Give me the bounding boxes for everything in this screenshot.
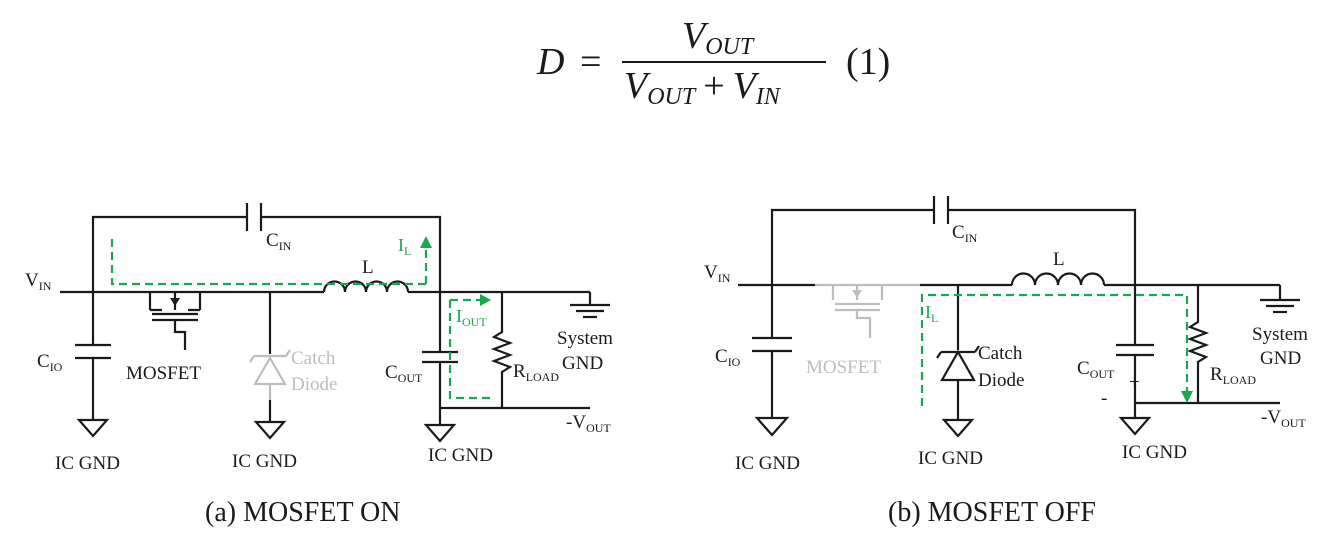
b-rload-resistor	[1186, 285, 1210, 403]
a-cin-wire	[91, 215, 442, 292]
a-cout-capacitor	[422, 350, 458, 364]
a-cio-label: CIO	[37, 351, 63, 374]
b-catch-diode-symbol	[936, 345, 980, 382]
a-iout-arrow	[480, 294, 491, 306]
b-cin-wire	[770, 208, 1137, 285]
a-icgnd3-label: IC GND	[428, 445, 493, 466]
a-caption: (a) MOSFET ON	[205, 497, 400, 528]
b-cout-label: COUT	[1077, 358, 1115, 381]
b-gnd3-symbol	[1118, 416, 1152, 436]
b-il-path	[920, 293, 1189, 406]
b-icgnd3-label: IC GND	[1122, 442, 1187, 463]
b-mosfet-symbol	[831, 285, 884, 338]
b-il-arrow	[1181, 391, 1193, 403]
b-rload-label: RLOAD	[1210, 364, 1256, 387]
a-catch-diode-symbol	[249, 349, 291, 400]
a-gnd2-symbol	[253, 420, 287, 440]
b-system-gnd-label: GND	[1260, 348, 1301, 369]
a-vin-label: VIN	[25, 270, 52, 293]
a-mosfet-symbol	[148, 292, 202, 350]
b-icgnd1-label: IC GND	[735, 453, 800, 474]
a-icgnd1-label: IC GND	[55, 453, 120, 474]
b-icgnd2-label: IC GND	[918, 448, 983, 469]
a-system-label: System	[557, 328, 613, 349]
a-diode-label: Diode	[291, 374, 337, 395]
a-cout-label: COUT	[385, 362, 423, 385]
a-il-label: IL	[398, 235, 411, 258]
circuit-a-mosfet-on: VIN CIN IL L CIO MOSFET Catch Diode IOUT…	[25, 203, 613, 528]
a-cin-capacitor	[245, 203, 263, 231]
b-l-label: L	[1053, 249, 1065, 270]
b-cio-capacitor	[752, 336, 792, 353]
circuit-b-mosfet-off: VIN CIN L IL CIO MOSFET Catch Diode COUT…	[704, 196, 1308, 528]
b-diode-label: Diode	[978, 370, 1024, 391]
a-cio-capacitor	[75, 343, 111, 360]
b-inductor	[1010, 272, 1106, 286]
a-gnd1-symbol	[76, 418, 110, 438]
b-cout-minus: -	[1101, 388, 1107, 409]
eq-denominator: VOUT+VIN	[624, 65, 782, 110]
b-catch-label: Catch	[978, 343, 1023, 364]
b-cin-capacitor	[932, 196, 950, 224]
a-rload-resistor	[490, 292, 514, 408]
a-il-path	[110, 238, 426, 286]
a-gnd3-symbol	[423, 423, 457, 443]
a-rload-label: RLOAD	[513, 361, 559, 384]
a-vout-label: -VOUT	[566, 412, 611, 435]
b-system-label: System	[1252, 324, 1308, 345]
a-iout-path	[448, 300, 494, 400]
eq-numerator: VOUT	[682, 15, 755, 60]
a-mosfet-label: MOSFET	[126, 363, 201, 384]
a-iout-label: IOUT	[456, 306, 487, 329]
b-cout-plus: +	[1129, 372, 1140, 393]
eq-lhs: D	[536, 41, 564, 83]
b-cin-label: CIN	[952, 222, 978, 245]
a-icgnd2-label: IC GND	[232, 451, 297, 472]
b-il-label: IL	[925, 302, 938, 325]
b-gnd2-symbol	[941, 418, 975, 438]
duty-cycle-equation: D = VOUT VOUT+VIN (1)	[536, 15, 890, 110]
b-cio-label: CIO	[715, 346, 741, 369]
b-cout-capacitor	[1116, 343, 1154, 357]
a-l-label: L	[362, 257, 374, 278]
eq-equals: =	[580, 41, 601, 83]
b-vout-label: -VOUT	[1261, 407, 1306, 430]
eq-number: (1)	[846, 41, 890, 83]
a-catch-label: Catch	[291, 348, 336, 369]
b-mosfet-label: MOSFET	[806, 357, 881, 378]
b-gnd1-symbol	[754, 416, 790, 437]
a-il-arrow	[420, 236, 432, 248]
b-caption: (b) MOSFET OFF	[888, 497, 1096, 528]
b-vin-label: VIN	[704, 262, 731, 285]
a-system-gnd-symbol	[570, 292, 610, 319]
b-system-gnd-symbol	[1260, 285, 1300, 314]
a-system-gnd-label: GND	[562, 353, 603, 374]
a-cin-label: CIN	[266, 230, 292, 253]
